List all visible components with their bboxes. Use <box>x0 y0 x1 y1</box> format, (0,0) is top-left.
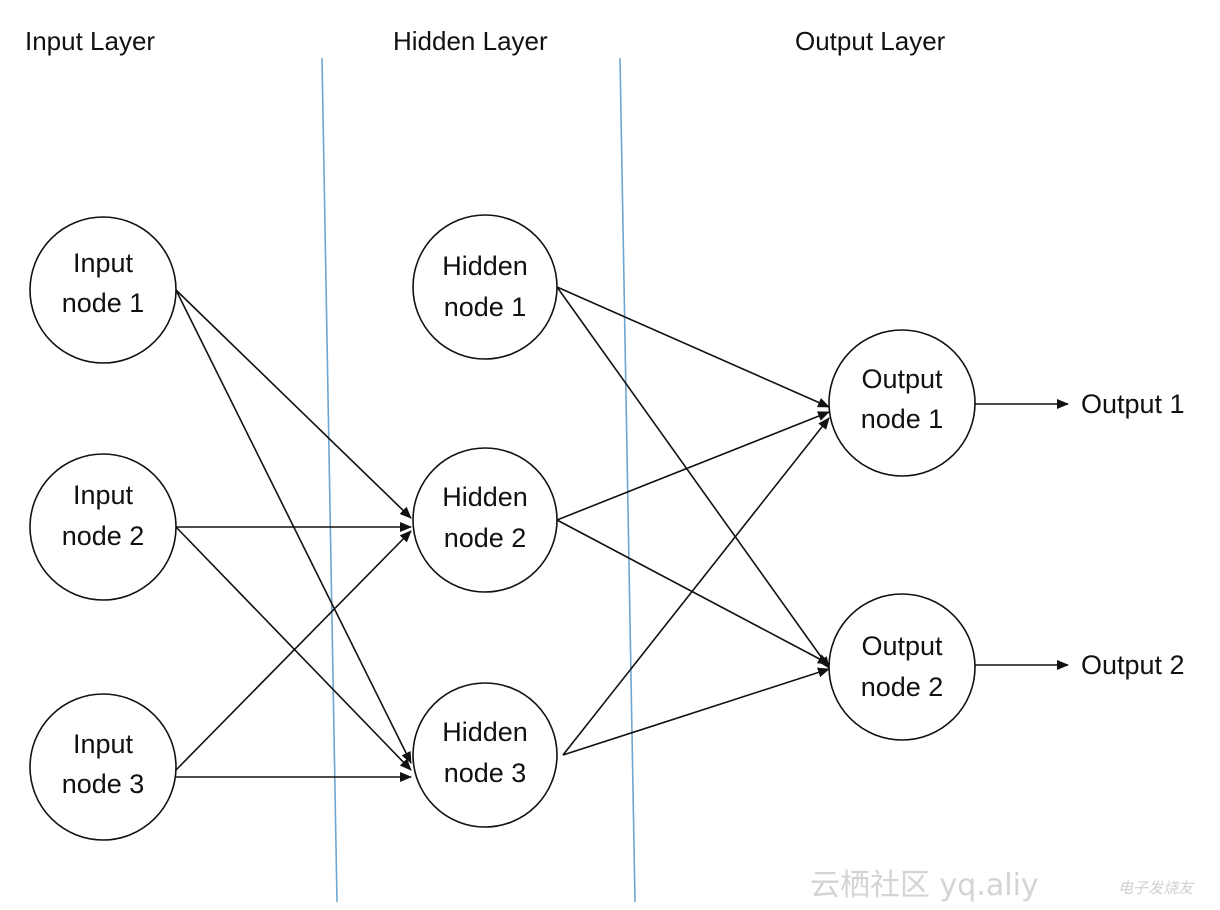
output-node-2-circle <box>828 593 976 741</box>
hidden-node-3: Hidden node 3 <box>412 682 558 828</box>
edge-hidden3-output1 <box>562 417 830 756</box>
edge-input2-hidden3 <box>175 526 412 771</box>
edge-hidden3-output2 <box>562 667 830 756</box>
input-layer-title: Input Layer <box>25 26 155 56</box>
edge-input1-hidden2 <box>175 289 412 519</box>
hidden-node-1-label-line1: Hidden <box>442 251 528 281</box>
input-node-2: Input node 2 <box>29 453 177 601</box>
hidden-node-1: Hidden node 1 <box>412 214 558 360</box>
input-node-2-circle <box>29 453 177 601</box>
edge-hidden1-output1 <box>556 286 830 408</box>
hidden-node-1-label-line2: node 1 <box>444 292 527 322</box>
output-node-1-circle <box>828 329 976 477</box>
output-node-1: Output node 1 <box>828 329 976 477</box>
input-hidden-edges <box>175 289 412 782</box>
watermark-small-text: 电子发烧友 <box>1118 879 1195 897</box>
output-node-1-label-line2: node 1 <box>861 404 944 434</box>
output-2-label: Output 2 <box>1081 650 1185 680</box>
input-node-1-label-line1: Input <box>73 248 134 278</box>
output-node-2-label-line2: node 2 <box>861 672 944 702</box>
output-1-label: Output 1 <box>1081 389 1185 419</box>
input-node-3-label-line2: node 3 <box>62 769 145 799</box>
edge-input3-hidden2 <box>175 530 412 771</box>
hidden-node-2: Hidden node 2 <box>412 447 558 593</box>
edge-hidden1-output2 <box>556 286 830 669</box>
hidden-node-2-circle <box>412 447 558 593</box>
hidden-node-2-label-line2: node 2 <box>444 523 527 553</box>
input-node-1: Input node 1 <box>29 216 177 364</box>
output-node-2-label-line1: Output <box>861 631 943 661</box>
hidden-output-edges <box>556 286 830 756</box>
input-node-1-label-line2: node 1 <box>62 288 145 318</box>
input-node-2-label-line1: Input <box>73 480 134 510</box>
edge-hidden2-output2 <box>556 519 830 665</box>
input-node-3-label-line1: Input <box>73 729 134 759</box>
hidden-node-3-label-line2: node 3 <box>444 758 527 788</box>
divider-input-hidden <box>321 57 338 903</box>
output-node-1-label-line1: Output <box>861 364 943 394</box>
output-node-2: Output node 2 <box>828 593 976 741</box>
input-node-2-label-line2: node 2 <box>62 521 145 551</box>
hidden-node-2-label-line1: Hidden <box>442 482 528 512</box>
edge-hidden2-output1 <box>556 411 830 521</box>
hidden-layer-title: Hidden Layer <box>393 26 548 56</box>
watermark-text: 云栖社区 yq.aliy <box>810 868 1039 903</box>
input-node-3-circle <box>29 693 177 841</box>
hidden-node-3-label-line1: Hidden <box>442 717 528 747</box>
divider-hidden-output <box>619 57 636 903</box>
hidden-node-1-circle <box>412 214 558 360</box>
input-node-1-circle <box>29 216 177 364</box>
output-layer-title: Output Layer <box>795 26 946 56</box>
input-node-3: Input node 3 <box>29 693 177 841</box>
hidden-node-3-circle <box>412 682 558 828</box>
